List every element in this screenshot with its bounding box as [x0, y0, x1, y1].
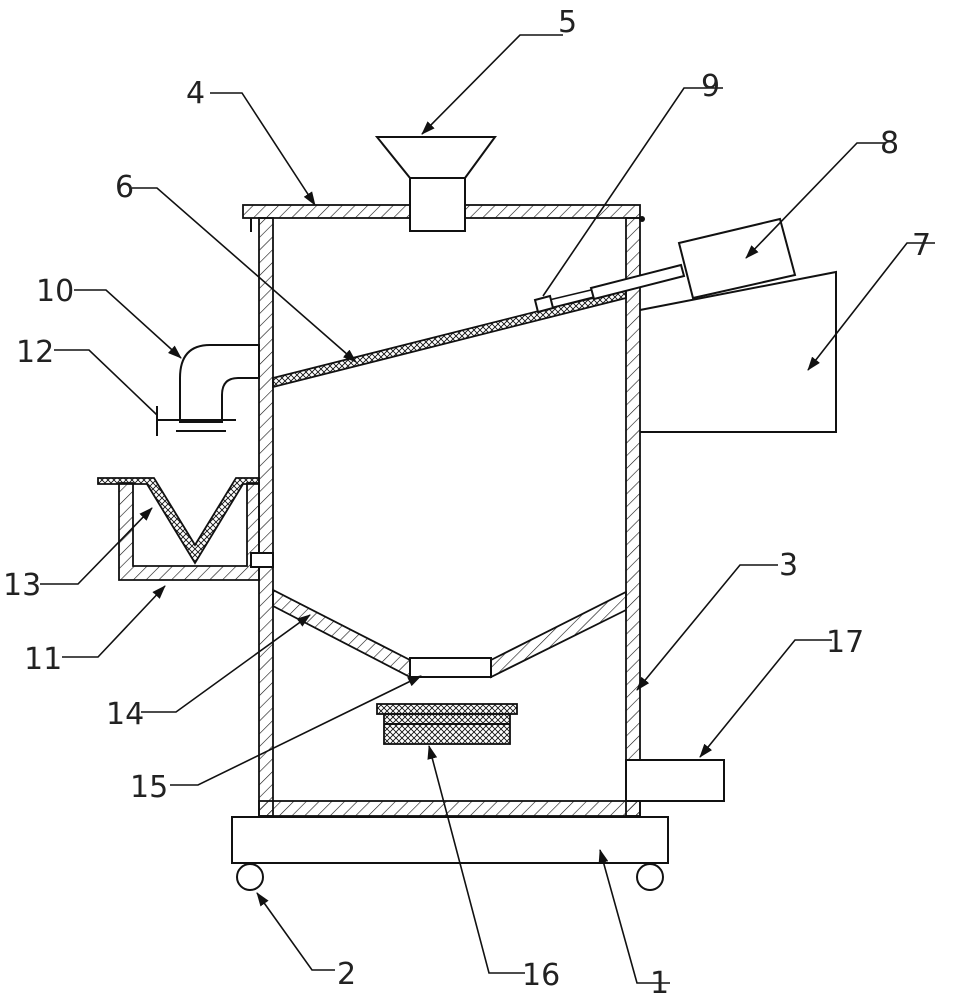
leader-10 [74, 289, 182, 359]
leader-8 [745, 142, 885, 259]
label-16: 16 [522, 958, 560, 993]
right-wheel [636, 863, 664, 891]
leader-13 [40, 507, 153, 585]
leader-6 [132, 187, 357, 363]
v-filter [97, 477, 260, 565]
label-14: 14 [106, 697, 144, 732]
push-rod-head [533, 294, 555, 314]
cover-hinge-pin [639, 216, 645, 222]
right-wall [625, 217, 641, 817]
push-rod-shaft-1 [548, 289, 592, 301]
label-17: 17 [826, 625, 864, 660]
leader-16 [427, 745, 525, 974]
leader-4 [210, 92, 316, 206]
push-rod [589, 263, 686, 301]
leader-1 [598, 849, 670, 984]
leader-3 [636, 564, 778, 691]
leader-17 [699, 639, 832, 758]
leader-2 [256, 892, 335, 971]
leader-14 [141, 614, 311, 713]
collection-box [118, 482, 260, 581]
label-7: 7 [912, 228, 931, 263]
label-2: 2 [337, 957, 356, 992]
leader-12 [54, 349, 158, 416]
left-wall [258, 217, 274, 817]
label-10: 10 [36, 274, 74, 309]
leader-5 [421, 34, 563, 135]
label-8: 8 [880, 126, 899, 161]
label-3: 3 [779, 548, 798, 583]
leader-7 [807, 242, 935, 371]
bottom-wall [258, 800, 641, 817]
label-5: 5 [558, 5, 577, 40]
filter-tray-body [383, 713, 511, 745]
filter-tray-top [376, 703, 518, 715]
outlet-box [625, 759, 725, 802]
label-6: 6 [115, 170, 134, 205]
label-1: 1 [650, 966, 669, 1000]
funnel-right [490, 590, 627, 679]
leader-15 [170, 675, 422, 786]
push-rod-shaft-2 [550, 297, 595, 309]
label-9: 9 [701, 69, 720, 104]
label-4: 4 [186, 76, 205, 111]
funnel-outlet [409, 657, 492, 678]
funnel-left [272, 588, 411, 679]
leader-9 [542, 87, 723, 297]
box-connector [250, 552, 274, 568]
left-wheel [236, 863, 264, 891]
inclined-screen [272, 287, 627, 389]
leader-11 [62, 585, 166, 658]
discharge-pipe [179, 344, 260, 423]
label-11: 11 [24, 642, 62, 677]
label-13: 13 [3, 568, 41, 603]
label-12: 12 [16, 335, 54, 370]
motor-box [639, 270, 837, 433]
vibration-motor [677, 217, 797, 300]
label-15: 15 [130, 770, 168, 805]
